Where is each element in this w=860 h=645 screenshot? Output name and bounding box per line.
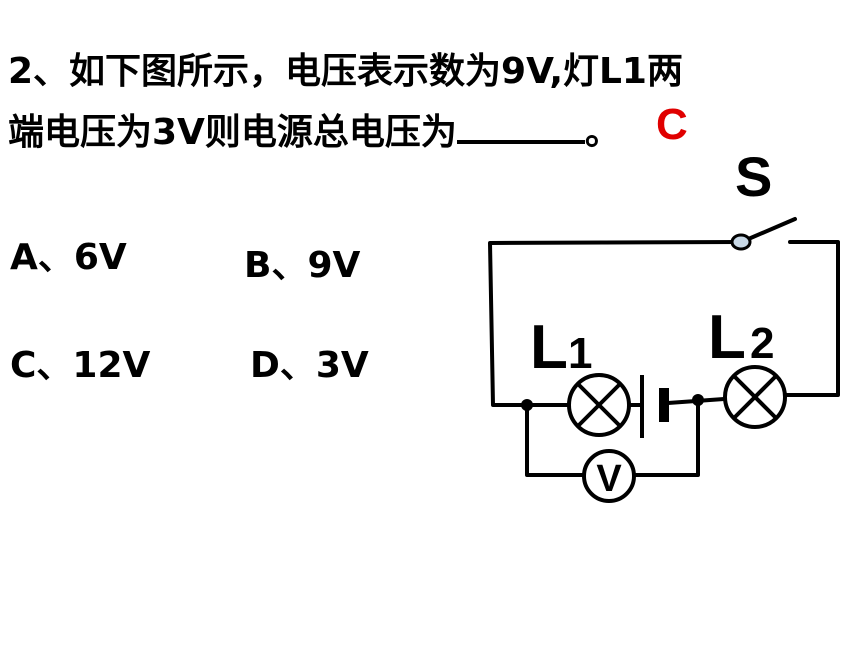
option-c: C、12V [10, 345, 151, 386]
voltmeter-label: V [596, 458, 622, 500]
answer-blank [456, 104, 585, 144]
lamp2-subscript: 2 [750, 319, 774, 368]
answer-text: C [656, 100, 688, 149]
option-b: B、9V [244, 245, 361, 286]
question-line-1: 2、如下图所示，电压表示数为9V,灯L1两 [8, 51, 683, 92]
voltmeter-icon [582, 449, 636, 503]
option-d: D、3V [250, 345, 369, 386]
lamp1-label: L [530, 313, 568, 382]
junction-left [521, 399, 533, 411]
switch-pivot [730, 233, 752, 251]
lamp2-label: L [708, 303, 746, 372]
question-line-2: 端电压为3V则电源总电压为 。 [8, 103, 621, 155]
junction-right [692, 394, 704, 406]
question-line-2-end: 。 [584, 112, 621, 153]
lamp1-subscript: 1 [568, 329, 592, 378]
question-line-2-text: 端电压为3V则电源总电压为 [8, 112, 457, 153]
option-a: A、6V [10, 237, 127, 278]
wire-top-right [783, 240, 840, 397]
wire-voltmeter-branch-right [632, 398, 700, 477]
lamp-l2-icon [723, 365, 787, 429]
switch-label: S [735, 145, 772, 208]
lamp-l1-icon [567, 373, 631, 437]
switch-lever [744, 217, 797, 242]
wire-voltmeter-branch [525, 403, 586, 477]
